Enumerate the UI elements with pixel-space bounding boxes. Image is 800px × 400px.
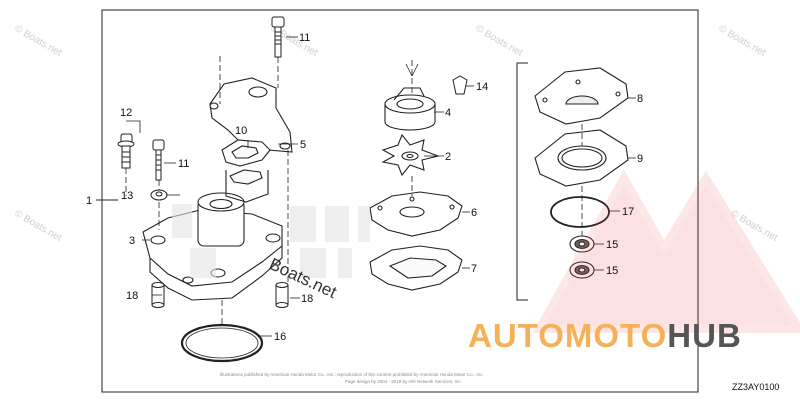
gasket-part — [369, 245, 463, 291]
callout-label: 18 — [301, 293, 313, 305]
group-bracket — [516, 62, 528, 301]
impeller-housing-part — [384, 87, 436, 131]
callout-label: 3 — [129, 235, 135, 247]
callout-label: 15 — [606, 239, 618, 251]
callout-label: 14 — [476, 81, 488, 93]
washer-part — [150, 189, 168, 201]
alignment-lines — [125, 56, 583, 325]
flange-bolt-part — [117, 133, 135, 169]
callout-label: 11 — [178, 158, 189, 170]
seal-grommet-part — [221, 139, 271, 203]
callout-label: 15 — [606, 265, 618, 277]
callout-label: 4 — [445, 107, 451, 119]
watermark-text: © Boats.net — [717, 23, 768, 59]
callout-label: 17 — [622, 206, 634, 218]
callout-label: 2 — [445, 151, 451, 163]
o-ring-part — [180, 323, 264, 363]
watermark-text: © Boats.net — [13, 23, 64, 59]
callout-leader-lines — [126, 36, 636, 337]
bolt-part — [152, 139, 165, 181]
o-ring-part — [550, 196, 610, 228]
faint-logo-watermark — [172, 204, 370, 278]
diagram-frame — [101, 9, 699, 393]
callout-label: 7 — [471, 263, 477, 275]
bolt-part — [271, 16, 285, 58]
callout-label: 11 — [299, 32, 310, 44]
callout-label: 5 — [300, 139, 306, 151]
callout-label: 16 — [274, 331, 286, 343]
diagram-code: ZZ3AY0100 — [732, 382, 779, 392]
logo-wordmark-part2: HUB — [667, 317, 742, 354]
callout-label: 13 — [121, 190, 133, 202]
watermark-text: © Boats.net — [474, 23, 525, 59]
callout-label: 1 — [86, 195, 92, 207]
copyright-line: Page design by 2004 - 2019 by ARI Networ… — [345, 379, 462, 384]
callout-label: 18 — [126, 290, 138, 302]
callout-labels: 1 2 3 4 5 8 9 10 11 11 12 13 14 15 15 16… — [86, 32, 643, 343]
impeller-part — [381, 133, 440, 177]
wear-plate-part — [534, 67, 629, 125]
watermark-text: © Boats.net — [13, 208, 64, 244]
key-part — [452, 75, 468, 95]
callout-label: 9 — [637, 153, 643, 165]
copyright-line: Illustrations published by American Hond… — [220, 372, 484, 377]
logo-wordmark-part1: AUTOMOTO — [468, 317, 667, 354]
gasket-part — [369, 191, 463, 237]
oil-seal-part — [569, 261, 595, 279]
callout-label: 8 — [637, 93, 643, 105]
callout-label: 6 — [471, 207, 477, 219]
gasket-part — [534, 129, 629, 187]
callout-label: 10 — [235, 125, 247, 137]
pump-cover-part — [209, 77, 293, 153]
automotohub-logo: AUTOMOTOHUB — [468, 169, 800, 354]
dowel-pin-part — [275, 282, 289, 308]
callout-label: 12 — [120, 107, 132, 119]
logo-wordmark: AUTOMOTOHUB — [468, 317, 742, 354]
